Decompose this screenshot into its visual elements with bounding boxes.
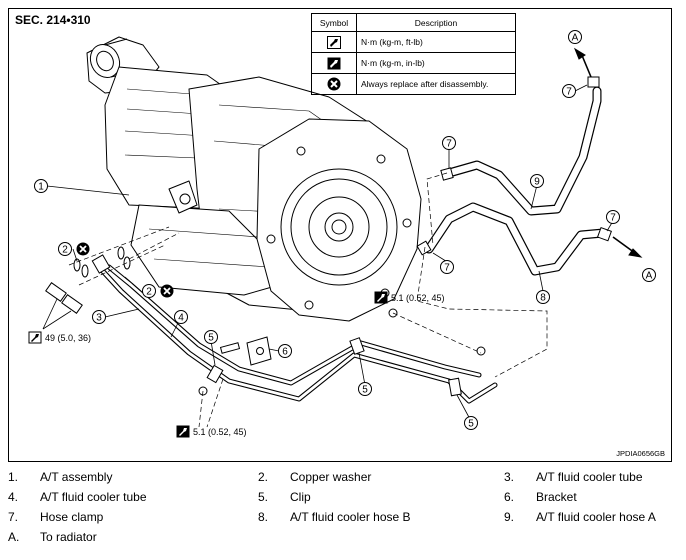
callout-10: 7 [442,136,456,150]
callout-label: 5 [208,333,214,344]
callout-label: 5 [468,419,474,430]
hose-clamps [416,76,612,256]
radiator-arrows [573,47,643,258]
callout-label: 5 [362,385,368,396]
callout-label: 3 [96,313,102,324]
callout-2: 2 [58,242,90,256]
section-title: SEC. 214•310 [15,13,91,27]
callout-label: A [646,271,653,282]
diagram-frame: SEC. 214•310 [8,8,672,462]
callout-3: 2 [142,284,174,298]
callout-6: 5 [204,330,218,344]
callout-label: 7 [444,263,450,274]
callout-label: 8 [540,293,546,304]
torque-spec-3: 5.1 (0.52, 45) [176,425,247,438]
torque-spec-1: 5.1 (0.52, 45) [374,291,445,304]
callout-14: 8 [536,290,550,304]
torque-value: 49 (5.0, 36) [45,333,91,343]
alignment-lines [68,172,548,428]
callout-9: 6 [278,344,292,358]
callout-4: 3 [92,310,106,324]
callout-label: 7 [610,213,616,224]
tube-clips [206,337,462,397]
callout-16: A [568,30,582,44]
torque-value: 5.1 (0.52, 45) [391,293,445,303]
figure-id: JPDIA0656GB [616,449,665,458]
callout-label: 7 [566,87,572,98]
replace-description: Always replace after disassembly. [356,73,516,95]
callout-8: 5 [464,416,478,430]
callout-label: 4 [178,313,184,324]
replace-x-icon [327,77,341,91]
callout-label: 2 [62,245,68,256]
fluid-cooler-tubes [96,264,498,404]
torque-ftlb-description: N·m (kg-m, ft-lb) [356,31,516,53]
legend-row-4: A.To radiator [8,530,97,544]
bracket-drawing [219,336,272,366]
callout-label: 1 [38,182,44,193]
legend-row-2: 4.A/T fluid cooler tube 5.Clip 6.Bracket [8,490,577,504]
torque-wrench-ftlb-icon [327,35,341,49]
callout-label: 6 [282,347,288,358]
callout-label: 9 [534,177,540,188]
callout-label: A [572,33,579,44]
torque-inlb-description: N·m (kg-m, in-lb) [356,52,516,74]
callout-13: 7 [606,210,620,224]
callout-label: 7 [446,139,452,150]
torque-value: 5.1 (0.52, 45) [193,427,247,437]
callout-15: 9 [530,174,544,188]
callout-5: 4 [174,310,188,324]
torque-spec-2: 49 (5.0, 36) [28,331,91,344]
transmission-drawing [86,36,422,322]
callout-11: 7 [440,260,454,274]
torque-wrench-inlb-icon [327,57,341,69]
callout-12: 7 [562,84,576,98]
legend-row-3: 7.Hose clamp 8.A/T fluid cooler hose B 9… [8,510,656,524]
symbol-table: Symbol Description N·m (kg-m, ft-lb) N·m… [311,13,516,95]
torque-labels-group: 5.1 (0.52, 45) 49 (5.0, 36) 5.1 (0.52, 45) [28,291,445,438]
fluid-cooler-hoses [424,86,608,276]
callout-label: 2 [146,287,152,298]
callout-1: 1 [34,179,48,193]
callout-17: A [642,268,656,282]
callout-7: 5 [358,382,372,396]
legend-row-1: 1.A/T assembly 2.Copper washer 3.A/T flu… [8,470,643,484]
description-header: Description [356,13,516,32]
symbol-header: Symbol [311,13,357,32]
